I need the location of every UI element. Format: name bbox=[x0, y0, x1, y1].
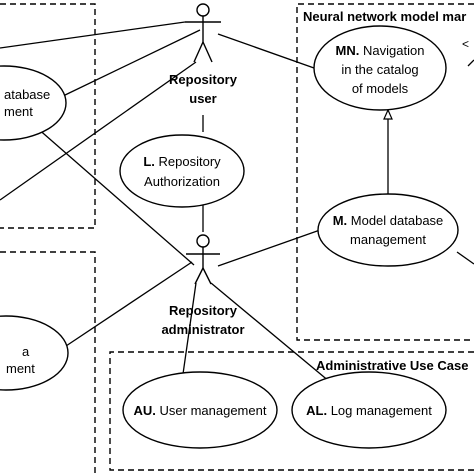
svg-text:L. Repository: L. Repository bbox=[143, 154, 221, 169]
svg-text:MN. Navigation: MN. Navigation bbox=[336, 43, 425, 58]
assoc-user-leftedge bbox=[0, 21, 186, 49]
nav-usecase-code: MN. bbox=[336, 43, 360, 58]
user-mgmt-usecase-label: User management bbox=[156, 403, 267, 418]
left-bottom-package-frame bbox=[0, 251, 96, 474]
left-bottom-usecase-line2: ment bbox=[6, 361, 35, 376]
nav-usecase-line2: in the catalog bbox=[341, 62, 418, 77]
assoc-left-top-admin bbox=[35, 126, 195, 266]
svg-text:AL. Log management: AL. Log management bbox=[306, 403, 432, 418]
nav-usecase: MN. Navigation in the catalog of models bbox=[313, 25, 447, 111]
repository-user-actor bbox=[185, 3, 221, 63]
model-db-usecase-code: M. bbox=[333, 213, 347, 228]
log-mgmt-usecase: AL. Log management bbox=[291, 371, 447, 449]
assoc-user-nav bbox=[217, 33, 315, 69]
assoc-admin-log-mgmt bbox=[210, 282, 331, 383]
association-lines bbox=[0, 21, 474, 383]
log-mgmt-usecase-code: AL. bbox=[306, 403, 327, 418]
admin-package-title: Administrative Use Case bbox=[316, 358, 468, 373]
model-db-usecase-line1: Model database bbox=[347, 213, 443, 228]
assoc-left-bottom-admin bbox=[59, 261, 193, 351]
assoc-user-left-top-usecase bbox=[62, 29, 201, 97]
repository-admin-label-line2: administrator bbox=[161, 322, 244, 337]
nav-usecase-line3: of models bbox=[352, 81, 409, 96]
assoc-admin-user-mgmt bbox=[182, 282, 197, 375]
log-mgmt-usecase-label: Log management bbox=[327, 403, 432, 418]
left-top-usecase-line2: ment bbox=[4, 104, 33, 119]
user-mgmt-usecase: AU. User management bbox=[122, 371, 278, 449]
neural-package-title: Neural network model mar bbox=[303, 9, 466, 24]
auth-usecase-code: L. bbox=[143, 154, 155, 169]
svg-text:M. Model database: M. Model database bbox=[333, 213, 444, 228]
admin-package-frame bbox=[109, 351, 474, 471]
left-bottom-usecase-line1: a bbox=[22, 344, 30, 359]
nav-usecase-line1: Navigation bbox=[359, 43, 424, 58]
model-db-usecase: M. Model database management bbox=[317, 193, 459, 267]
left-top-usecase-line1: atabase bbox=[4, 87, 50, 102]
right-edge-stereotype-fragment: < bbox=[462, 37, 469, 51]
repository-admin-label-line1: Repository bbox=[169, 303, 238, 318]
user-mgmt-usecase-code: AU. bbox=[134, 403, 156, 418]
auth-usecase-line2: Authorization bbox=[144, 174, 220, 189]
auth-usecase-line1: Repository bbox=[155, 154, 221, 169]
generalization-arrowhead-icon bbox=[383, 108, 393, 120]
assoc-model-db-right bbox=[456, 251, 474, 265]
left-bottom-usecase: a ment bbox=[0, 315, 69, 391]
svg-text:AU. User management: AU. User management bbox=[134, 403, 267, 418]
assoc-user-leftedge-low bbox=[0, 61, 197, 201]
user-actor-head-icon bbox=[196, 3, 210, 17]
neural-package-frame bbox=[296, 3, 474, 341]
model-db-usecase-line2: management bbox=[350, 232, 426, 247]
right-edge-line-fragment bbox=[467, 59, 474, 67]
assoc-admin-model-db bbox=[217, 229, 321, 267]
left-top-usecase: atabase ment bbox=[0, 65, 67, 141]
repository-user-label-line2: user bbox=[189, 91, 216, 106]
auth-usecase: L. Repository Authorization bbox=[119, 134, 245, 208]
repository-administrator-actor bbox=[186, 234, 220, 285]
repository-user-label-line1: Repository bbox=[169, 72, 238, 87]
admin-actor-head-icon bbox=[196, 234, 210, 248]
